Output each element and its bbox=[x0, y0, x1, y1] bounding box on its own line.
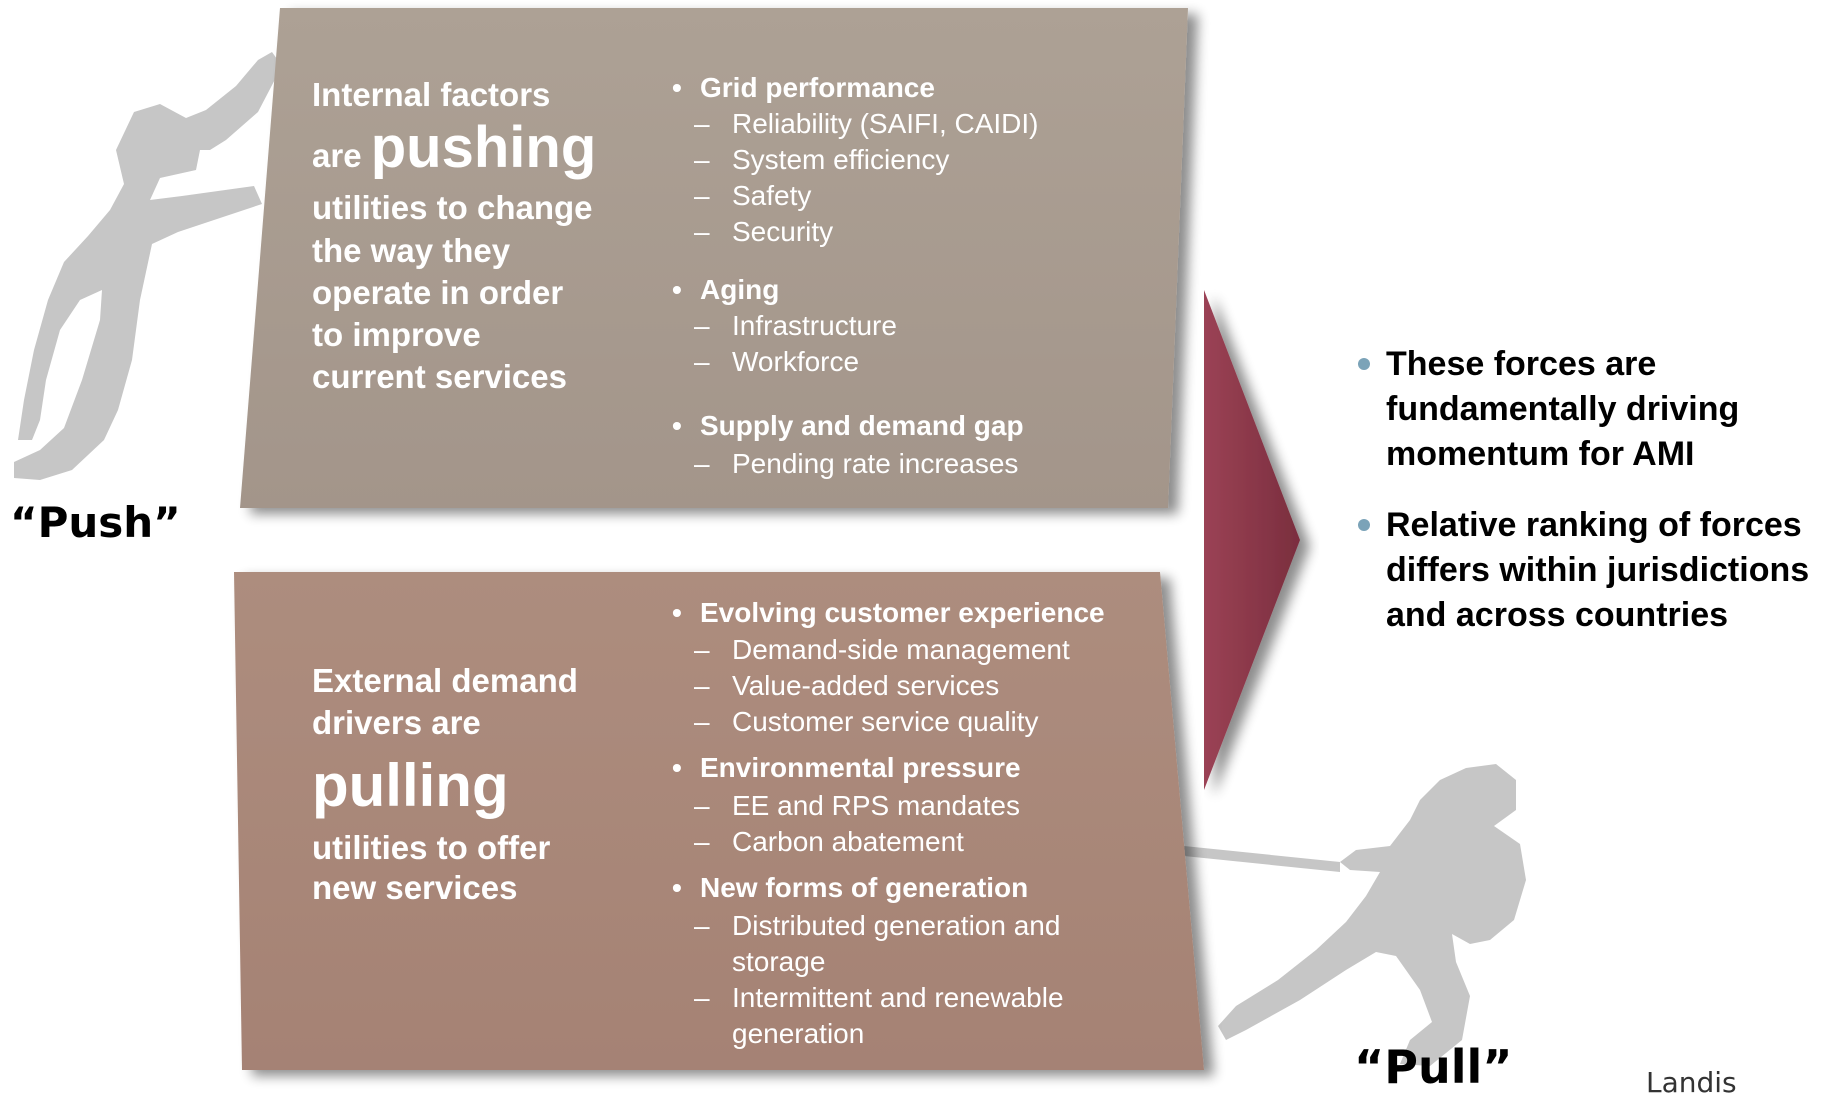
push-group-item: Workforce bbox=[662, 344, 1132, 380]
bullet-dot-icon bbox=[1358, 519, 1370, 531]
push-emphasis: pushing bbox=[370, 115, 597, 180]
push-group-item: Infrastructure bbox=[662, 308, 1132, 344]
pull-group-title: Evolving customer experience bbox=[662, 594, 1142, 632]
pulling-person-figure bbox=[1184, 764, 1526, 1066]
pull-emphasis: pulling bbox=[312, 752, 509, 819]
company-logo: Landis bbox=[1646, 1066, 1737, 1099]
push-group-title: Aging bbox=[662, 272, 1132, 308]
push-label: “Push” bbox=[10, 498, 181, 547]
push-group: Grid performance Reliability (SAIFI, CAI… bbox=[662, 70, 1132, 250]
pull-headline-rest-0: utilities to offer bbox=[312, 829, 551, 866]
push-headline: Internal factors are pushing utilities t… bbox=[312, 72, 652, 398]
push-group-title: Grid performance bbox=[662, 70, 1132, 106]
pull-group-item: Customer service quality bbox=[662, 704, 1142, 740]
pull-headline-line-0: External demand bbox=[312, 662, 578, 699]
pull-group-item: Distributed generation and storage bbox=[662, 908, 1062, 980]
conclusion-item: These forces are fundamentally driving m… bbox=[1350, 342, 1820, 477]
pull-headline: External demand drivers are pulling util… bbox=[312, 660, 652, 908]
push-headline-rest-2: operate in order bbox=[312, 274, 564, 311]
pull-headline-line-1: drivers are bbox=[312, 704, 481, 741]
pull-group: New forms of generation Distributed gene… bbox=[662, 868, 1142, 1052]
push-group: Supply and demand gap Pending rate incre… bbox=[662, 406, 1132, 482]
bullet-dot-icon bbox=[1358, 358, 1370, 370]
push-group-title: Supply and demand gap bbox=[662, 406, 1132, 446]
pull-bullets: Evolving customer experience Demand-side… bbox=[662, 594, 1142, 1052]
pull-group-item: Intermittent and renewable generation bbox=[662, 980, 1072, 1052]
push-headline-rest-1: the way they bbox=[312, 232, 511, 269]
pull-group-item: Demand-side management bbox=[662, 632, 1142, 668]
conclusions-list: These forces are fundamentally driving m… bbox=[1350, 342, 1820, 638]
push-group: Aging Infrastructure Workforce bbox=[662, 272, 1132, 380]
conclusion-text: Relative ranking of forces differs withi… bbox=[1386, 506, 1810, 634]
pull-headline-rest-1: new services bbox=[312, 869, 518, 906]
conclusion-item: Relative ranking of forces differs withi… bbox=[1350, 503, 1820, 638]
pull-group-title: New forms of generation bbox=[662, 868, 1142, 908]
conclusion-text: These forces are fundamentally driving m… bbox=[1386, 345, 1740, 473]
pull-group-item: Value-added services bbox=[662, 668, 1142, 704]
push-headline-rest-3: to improve bbox=[312, 316, 481, 353]
push-headline-rest-4: current services bbox=[312, 358, 567, 395]
push-group-item: System efficiency bbox=[662, 142, 1132, 178]
push-group-item: Safety bbox=[662, 178, 1132, 214]
push-headline-rest-0: utilities to change bbox=[312, 189, 593, 226]
pull-group-item: EE and RPS mandates bbox=[662, 788, 1142, 824]
push-are-prefix: are bbox=[312, 137, 362, 174]
push-headline-line: Internal factors bbox=[312, 76, 551, 113]
push-group-item: Security bbox=[662, 214, 1132, 250]
pull-group: Environmental pressure EE and RPS mandat… bbox=[662, 748, 1142, 860]
push-bullets: Grid performance Reliability (SAIFI, CAI… bbox=[662, 70, 1132, 482]
push-group-item: Pending rate increases bbox=[662, 446, 1132, 482]
pushing-person-figure bbox=[14, 52, 282, 480]
chevron-arrow bbox=[1204, 290, 1300, 790]
pull-group-item: Carbon abatement bbox=[662, 824, 1142, 860]
push-group-item: Reliability (SAIFI, CAIDI) bbox=[662, 106, 1132, 142]
pull-group-title: Environmental pressure bbox=[662, 748, 1142, 788]
pull-group: Evolving customer experience Demand-side… bbox=[662, 594, 1142, 740]
pull-label: “Pull” bbox=[1354, 1040, 1513, 1094]
